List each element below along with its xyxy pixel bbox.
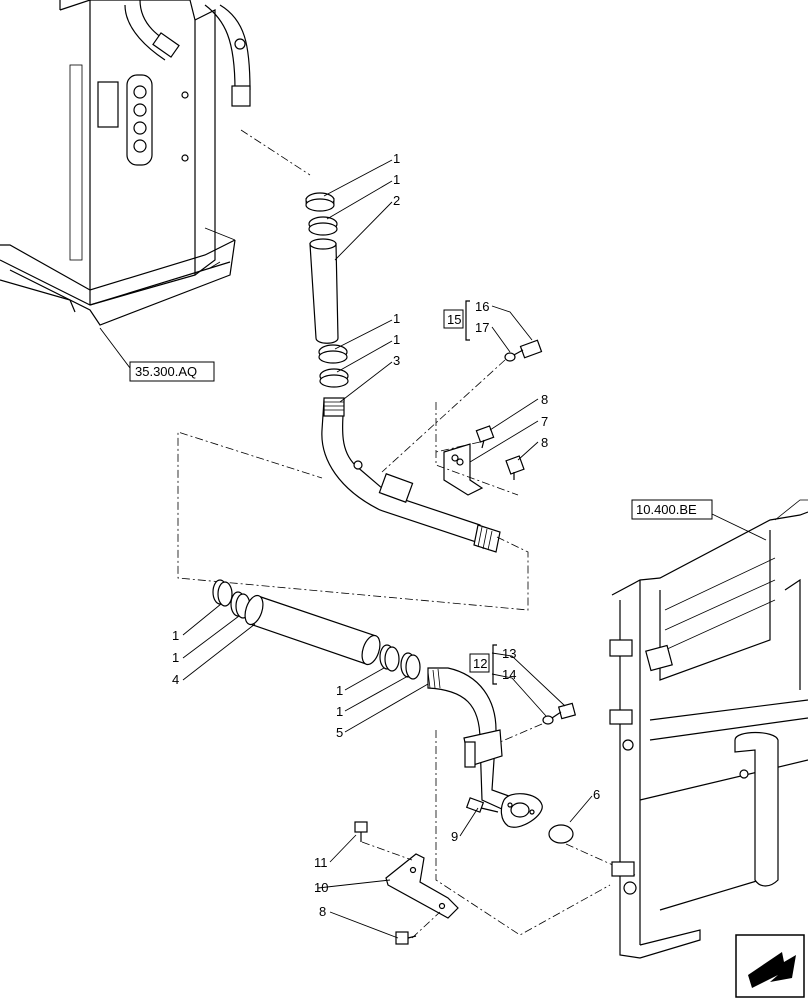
callout-14-washer[interactable]: 14 [502,667,516,682]
kit-box-15-frame [443,309,464,329]
callout-8-bolt[interactable]: 8 [319,904,326,919]
hose-segment-2 [309,238,339,344]
callout-1-clamp[interactable]: 1 [336,704,343,719]
washer-14 [542,715,554,725]
flange-plate [500,793,543,828]
hose-clamp-upper-4 [319,368,349,388]
radiator-assembly-right [609,499,808,959]
callout-5-pipe[interactable]: 5 [336,725,343,740]
hose-clamp-lower-3 [379,644,400,672]
callout-1-clamp[interactable]: 1 [393,332,400,347]
bolt-11 [354,821,368,842]
pipe-5 [427,667,521,816]
callout-15-kit[interactable]: 15 [447,312,461,327]
callout-12-kit[interactable]: 12 [473,656,487,671]
machine-housing-left [0,0,251,326]
bolt-9 [465,797,499,813]
callout-7-bracket[interactable]: 7 [541,414,548,429]
callout-3-pipe[interactable]: 3 [393,353,400,368]
reference-box-left-frame [129,361,215,382]
callout-1-clamp[interactable]: 1 [336,683,343,698]
next-arrow-icon[interactable] [735,934,805,998]
leader-lines [182,159,593,939]
bolt-8-lower [505,455,525,480]
callout-10-bracket[interactable]: 10 [314,880,328,895]
washer-17 [504,352,516,362]
reference-box-right-frame [631,499,713,520]
callout-4-hose[interactable]: 4 [172,672,179,687]
bracket-7 [443,443,484,496]
callout-11-bolt[interactable]: 11 [314,855,328,870]
callout-1-clamp[interactable]: 1 [393,172,400,187]
callout-1-clamp[interactable]: 1 [172,650,179,665]
hose-clamp-upper-2 [308,216,338,236]
callout-16-screw[interactable]: 16 [475,299,489,314]
callout-8-bolt[interactable]: 8 [541,435,548,450]
callout-1-clamp[interactable]: 1 [393,151,400,166]
pipe-3 [321,397,501,553]
hose-clamp-upper-1 [305,192,335,212]
callout-17-washer[interactable]: 17 [475,320,489,335]
callout-8-bolt[interactable]: 8 [541,392,548,407]
o-ring-6 [548,824,574,844]
screw-16 [511,339,543,359]
kit-12-bracket [492,644,497,685]
callout-6-o-ring[interactable]: 6 [593,787,600,802]
hose-clamp-lower-4 [400,652,421,680]
reference-label-left[interactable]: 35.300.AQ [135,364,197,379]
hose-clamp-lower-1 [212,579,233,607]
hose-segment-4 [244,594,381,666]
callout-13-screw[interactable]: 13 [502,646,516,661]
callout-2-hose[interactable]: 2 [393,193,400,208]
callout-1-clamp[interactable]: 1 [393,311,400,326]
screw-13 [551,702,577,720]
hose-clamp-upper-3 [318,344,348,364]
bolt-8-upper [475,425,495,449]
callout-1-clamp[interactable]: 1 [172,628,179,643]
reference-label-right[interactable]: 10.400.BE [636,502,697,517]
bracket-10 [385,853,459,919]
callout-9-bolt[interactable]: 9 [451,829,458,844]
kit-box-12-frame [469,653,490,673]
bolt-8-bottom [395,931,417,945]
kit-15-bracket [465,300,470,341]
